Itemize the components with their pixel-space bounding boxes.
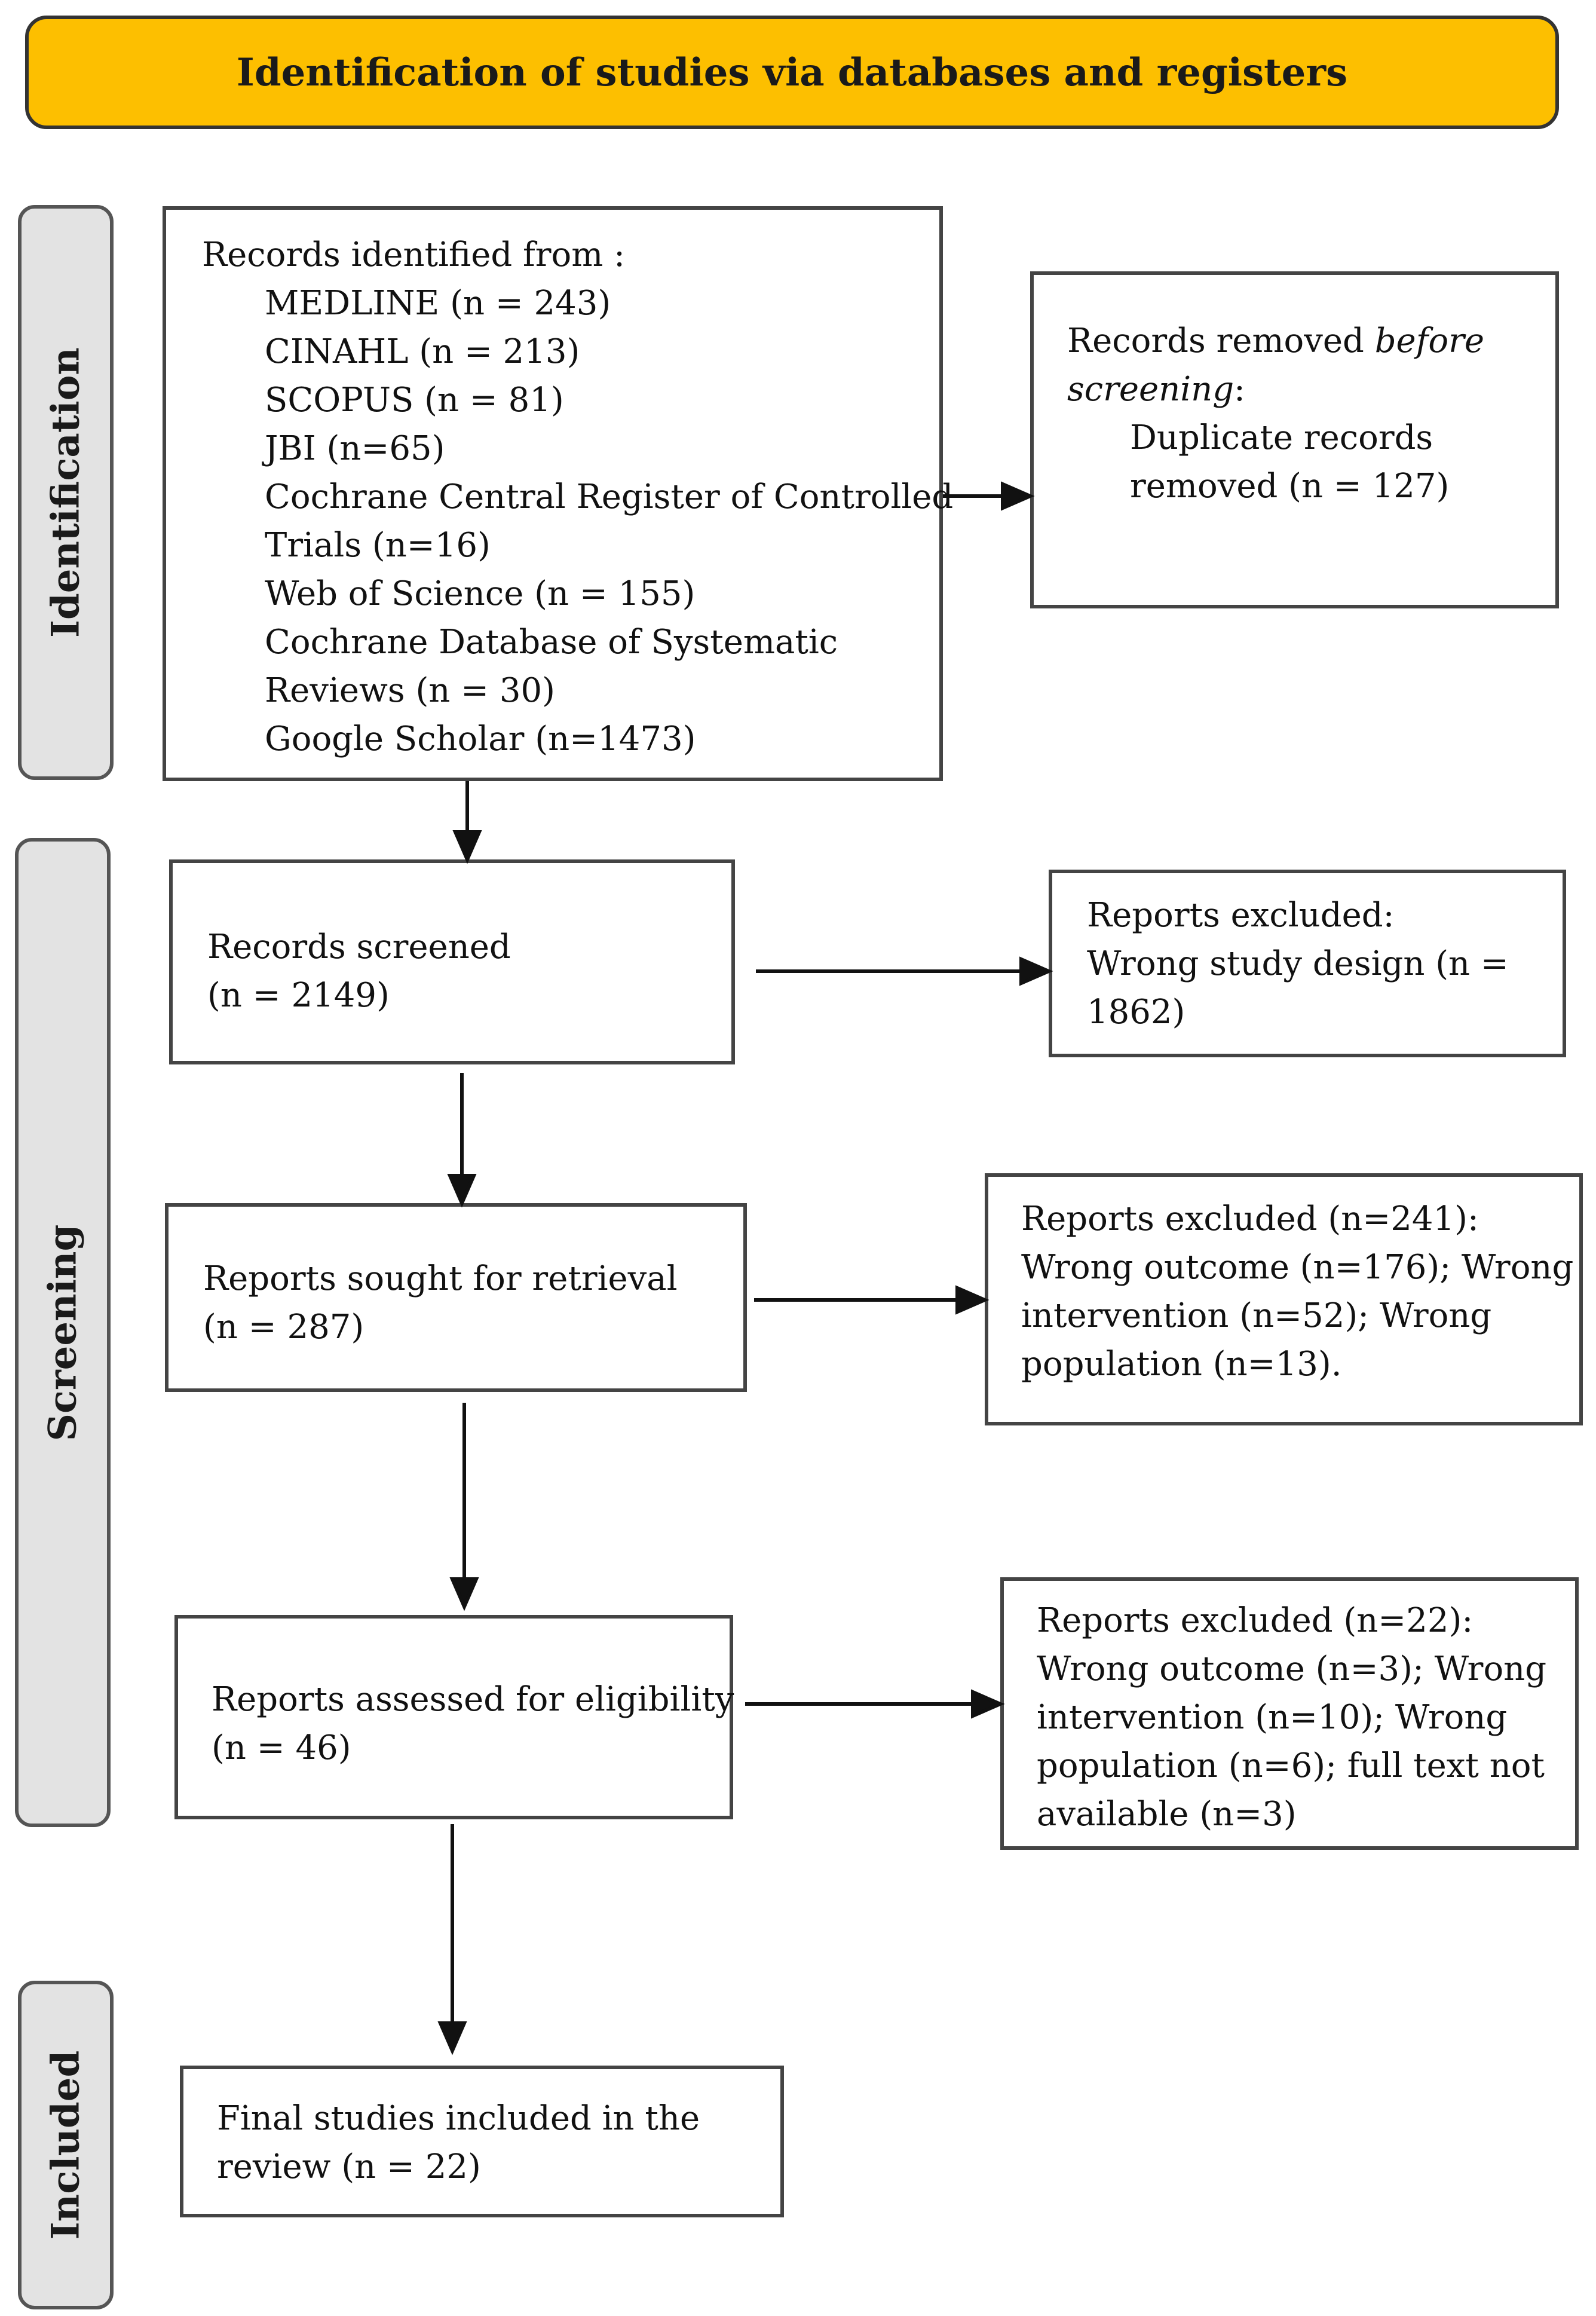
stage-identification: Identification [18,205,114,780]
records-removed-line1: Records removed before [1067,317,1555,365]
records-screened-label: Records screened [207,928,511,966]
source-medline: MEDLINE (n = 243) [265,284,611,323]
records-identified-heading: Records identified from : [202,235,626,274]
source-cochrane-central-2: Trials (n=16) [265,526,491,565]
arrowhead-screened-to-excluded [1019,956,1053,986]
records-identified-box: Records identified from : MEDLINE (n = 2… [163,206,954,781]
arrowhead-sought-to-assessed [449,1577,479,1611]
excluded-22-line1: Reports excluded (n=22): [1037,1601,1474,1640]
source-jbi: JBI (n=65) [265,429,445,468]
excluded-241-line3: intervention (n=52); Wrong [1021,1296,1492,1335]
source-scopus: SCOPUS (n = 81) [265,381,564,420]
excluded-241-line4: population (n=13). [1021,1345,1342,1384]
excluded-22-line3: intervention (n=10); Wrong [1037,1698,1508,1737]
duplicate-records-line2: removed (n = 127) [1130,467,1450,506]
records-screened-count: (n = 2149) [207,976,390,1015]
excluded-241-line2: Wrong outcome (n=176); Wrong [1021,1248,1574,1287]
reports-excluded-outcome-box: Reports excluded (n=241): Wrong outcome … [985,1173,1583,1425]
records-removed-prefix: Records removed [1067,322,1375,360]
excluded-22-line4: population (n=6); full text not [1037,1746,1545,1785]
reports-excluded-final-box: Reports excluded (n=22): Wrong outcome (… [1000,1577,1579,1850]
arrowhead-assessed-to-final [437,2021,467,2055]
reports-sought-label: Reports sought for retrieval [203,1259,678,1298]
records-removed-italic-before: before [1374,322,1485,360]
excluded-241-line1: Reports excluded (n=241): [1021,1200,1479,1238]
records-screened-box: Records screened (n = 2149) [169,859,735,1064]
header-title: Identification of studies via databases … [236,50,1348,95]
stage-included: Included [18,1981,114,2309]
source-cochrane-database-1: Cochrane Database of Systematic [265,623,838,662]
records-removed-italic-screening: screening [1067,370,1234,409]
duplicate-records-line1: Duplicate records [1130,418,1433,457]
records-removed-box: Records removed before screening: Duplic… [1030,271,1559,608]
arrowhead-sought-to-excluded [955,1285,990,1315]
header-banner: Identification of studies via databases … [25,16,1559,129]
reports-sought-box: Reports sought for retrieval (n = 287) [165,1203,747,1392]
records-removed-line2: screening: [1067,365,1555,414]
arrowhead-identified-to-removed [1001,481,1035,511]
excluded-design-line3: 1862) [1087,993,1185,1032]
excluded-22-line5: available (n=3) [1037,1795,1297,1834]
final-studies-box: Final studies included in the review (n … [180,2066,784,2217]
source-cochrane-database-2: Reviews (n = 30) [265,671,556,710]
source-cochrane-central-1: Cochrane Central Register of Controlled [265,478,954,516]
source-web-of-science: Web of Science (n = 155) [265,574,696,613]
arrowhead-assessed-to-excluded [971,1689,1005,1719]
reports-assessed-label: Reports assessed for eligibility [212,1680,734,1719]
source-google-scholar: Google Scholar (n=1473) [265,720,696,758]
records-removed-colon: : [1234,370,1245,409]
reports-assessed-count: (n = 46) [212,1728,351,1767]
reports-excluded-design-box: Reports excluded: Wrong study design (n … [1049,870,1566,1057]
source-cinahl: CINAHL (n = 213) [265,332,580,371]
excluded-design-line1: Reports excluded: [1087,896,1395,935]
excluded-22-line2: Wrong outcome (n=3); Wrong [1037,1650,1547,1688]
final-studies-line1: Final studies included in the [217,2099,700,2138]
excluded-design-line2: Wrong study design (n = [1087,944,1509,983]
stage-screening: Screening [15,838,111,1827]
arrowhead-screened-to-sought [447,1174,477,1208]
reports-sought-count: (n = 287) [203,1308,364,1347]
arrowhead-identified-to-screened [452,830,482,864]
reports-assessed-box: Reports assessed for eligibility (n = 46… [174,1615,734,1819]
final-studies-line2: review (n = 22) [217,2147,481,2186]
